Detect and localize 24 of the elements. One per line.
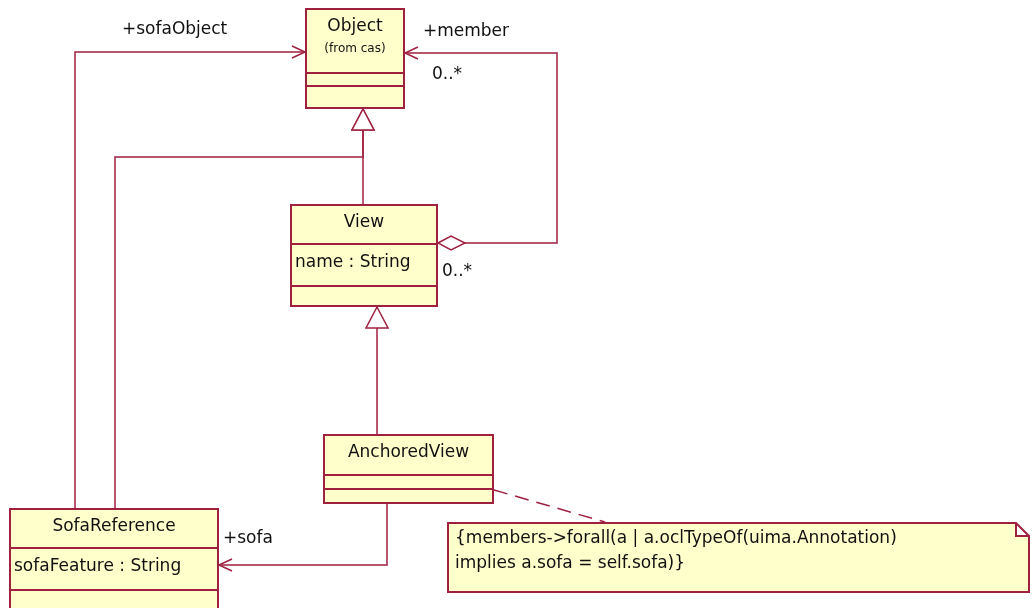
package-note: (from cas) [323, 41, 387, 55]
role-label: +member [423, 20, 510, 40]
arrow [74, 45, 306, 509]
inheritance-arrow [365, 306, 389, 435]
attribute-text: name : String [295, 251, 412, 271]
arrow [218, 503, 388, 572]
class-box [323, 434, 494, 504]
role-label: +sofa [223, 527, 273, 547]
connector-line [493, 489, 606, 523]
class-name: Object [326, 15, 384, 35]
note-box [447, 522, 1030, 593]
multiplicity-label: 0..* [432, 63, 463, 83]
inheritance-arrow [351, 108, 375, 205]
class-box [305, 8, 405, 109]
class-name: AnchoredView [346, 441, 471, 461]
class-name: View [342, 211, 386, 231]
attribute-text: sofaFeature : String [14, 555, 183, 575]
arrow [404, 46, 558, 251]
multiplicity-label: 0..* [442, 260, 473, 280]
note-text: {members->forall(a | a.oclTypeOf(uima.Annotation) implies a.sofa = self.sofa)} [454, 526, 898, 574]
role-label: +sofaObject [122, 18, 228, 38]
class-name: SofaReference [51, 515, 177, 535]
class-box [9, 508, 219, 608]
class-box [290, 204, 438, 307]
